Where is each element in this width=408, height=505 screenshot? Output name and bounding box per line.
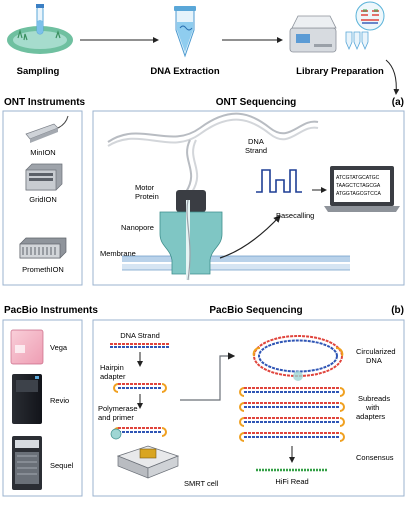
pacbio-label-circularized-1: Circularized — [356, 347, 396, 356]
workflow-step-sampling: Sampling — [17, 66, 60, 77]
smrt-cell-icon — [116, 445, 180, 479]
laptop-sequence-3: ATGGTAGCGTCCA — [336, 191, 381, 197]
pacbio-label-smrt-cell: SMRT cell — [184, 479, 219, 488]
laptop-sequence-2: TAAGCTCTAGCGA — [336, 183, 381, 189]
pacbio-sequencing-title: PacBio Sequencing — [209, 305, 302, 316]
dna-extraction-tube-icon — [174, 6, 196, 58]
workflow-step-dna-extraction: DNA Extraction — [150, 66, 220, 77]
instrument-label-gridion: GridION — [29, 195, 57, 204]
pacbio-hairpin-construct — [113, 383, 167, 393]
vega-device-icon — [10, 329, 44, 365]
pacbio-arrow-to-circle — [180, 352, 236, 401]
gridion-device-icon — [25, 163, 63, 191]
instrument-label-vega: Vega — [50, 343, 68, 352]
laptop-sequence-1: ATCGTATGCATGC — [336, 175, 380, 181]
pacbio-label-polymerase-1: Polymerase — [98, 404, 138, 413]
ont-label-dna-strand-1: DNA — [248, 137, 264, 146]
ont-label-motor-2: Protein — [135, 192, 159, 201]
ont-sequencing-title: ONT Sequencing — [216, 97, 297, 108]
thermocycler-icon — [289, 15, 337, 53]
minion-device-icon — [25, 115, 69, 143]
circularized-dna — [252, 335, 344, 381]
pacbio-label-subreads-3: adapters — [356, 412, 385, 421]
ont-panel-letter: (a) — [392, 97, 404, 108]
instrument-label-sequel: Sequel — [50, 461, 74, 470]
sampling-icon — [7, 4, 73, 54]
pacbio-label-hairpin-1: Hairpin — [100, 363, 124, 372]
subreads-stack — [239, 387, 345, 442]
ont-label-dna-strand-2: Strand — [245, 146, 267, 155]
nanopore-protein — [159, 190, 223, 281]
pacbio-label-hifi-read: HiFi Read — [275, 477, 308, 486]
workflow-row: Sampling DNA Extraction Library Prepa — [7, 1, 400, 95]
pacbio-label-circularized-2: DNA — [366, 356, 382, 365]
workflow-step-library-preparation: Library Preparation — [296, 66, 384, 77]
ont-label-motor-1: Motor — [135, 183, 155, 192]
ont-arrow-pore-to-signal — [219, 215, 281, 259]
ont-label-nanopore: Nanopore — [121, 223, 154, 232]
pacbio-polymerase-construct — [110, 427, 167, 440]
pacbio-instruments-title: PacBio Instruments — [4, 305, 98, 316]
ont-dna-strand — [107, 112, 319, 193]
ont-instruments-title: ONT Instruments — [4, 97, 86, 108]
promethion-device-icon — [19, 237, 67, 259]
pacbio-label-hairpin-2: adapter — [100, 372, 126, 381]
instrument-label-revio: Revio — [50, 396, 69, 405]
pacbio-label-polymerase-2: and primer — [98, 413, 134, 422]
workflow-arrow-down — [385, 59, 400, 95]
instrument-label-promethion: PromethION — [22, 265, 64, 274]
instrument-label-minion: MinION — [30, 148, 55, 157]
pacbio-label-subreads-2: with — [365, 403, 379, 412]
pacbio-label-dna-strand: DNA Strand — [120, 331, 160, 340]
pacbio-dna-strand — [110, 343, 170, 348]
sequel-device-icon — [12, 436, 42, 490]
ont-label-basecalling: Basecalling — [276, 211, 314, 220]
adapter-ligation-icon — [355, 1, 385, 31]
pcr-tubes-icon — [345, 31, 369, 51]
pacbio-panel-letter: (b) — [391, 305, 404, 316]
membrane — [122, 255, 350, 271]
pacbio-label-consensus: Consensus — [356, 453, 394, 462]
pacbio-label-subreads-1: Subreads — [358, 394, 390, 403]
ont-signal-trace — [256, 169, 302, 193]
ont-label-membrane: Membrane — [100, 249, 136, 258]
revio-device-icon — [12, 374, 42, 424]
laptop-icon: ATCGTATGCATGC TAAGCTCTAGCGA ATGGTAGCGTCC… — [324, 166, 400, 212]
